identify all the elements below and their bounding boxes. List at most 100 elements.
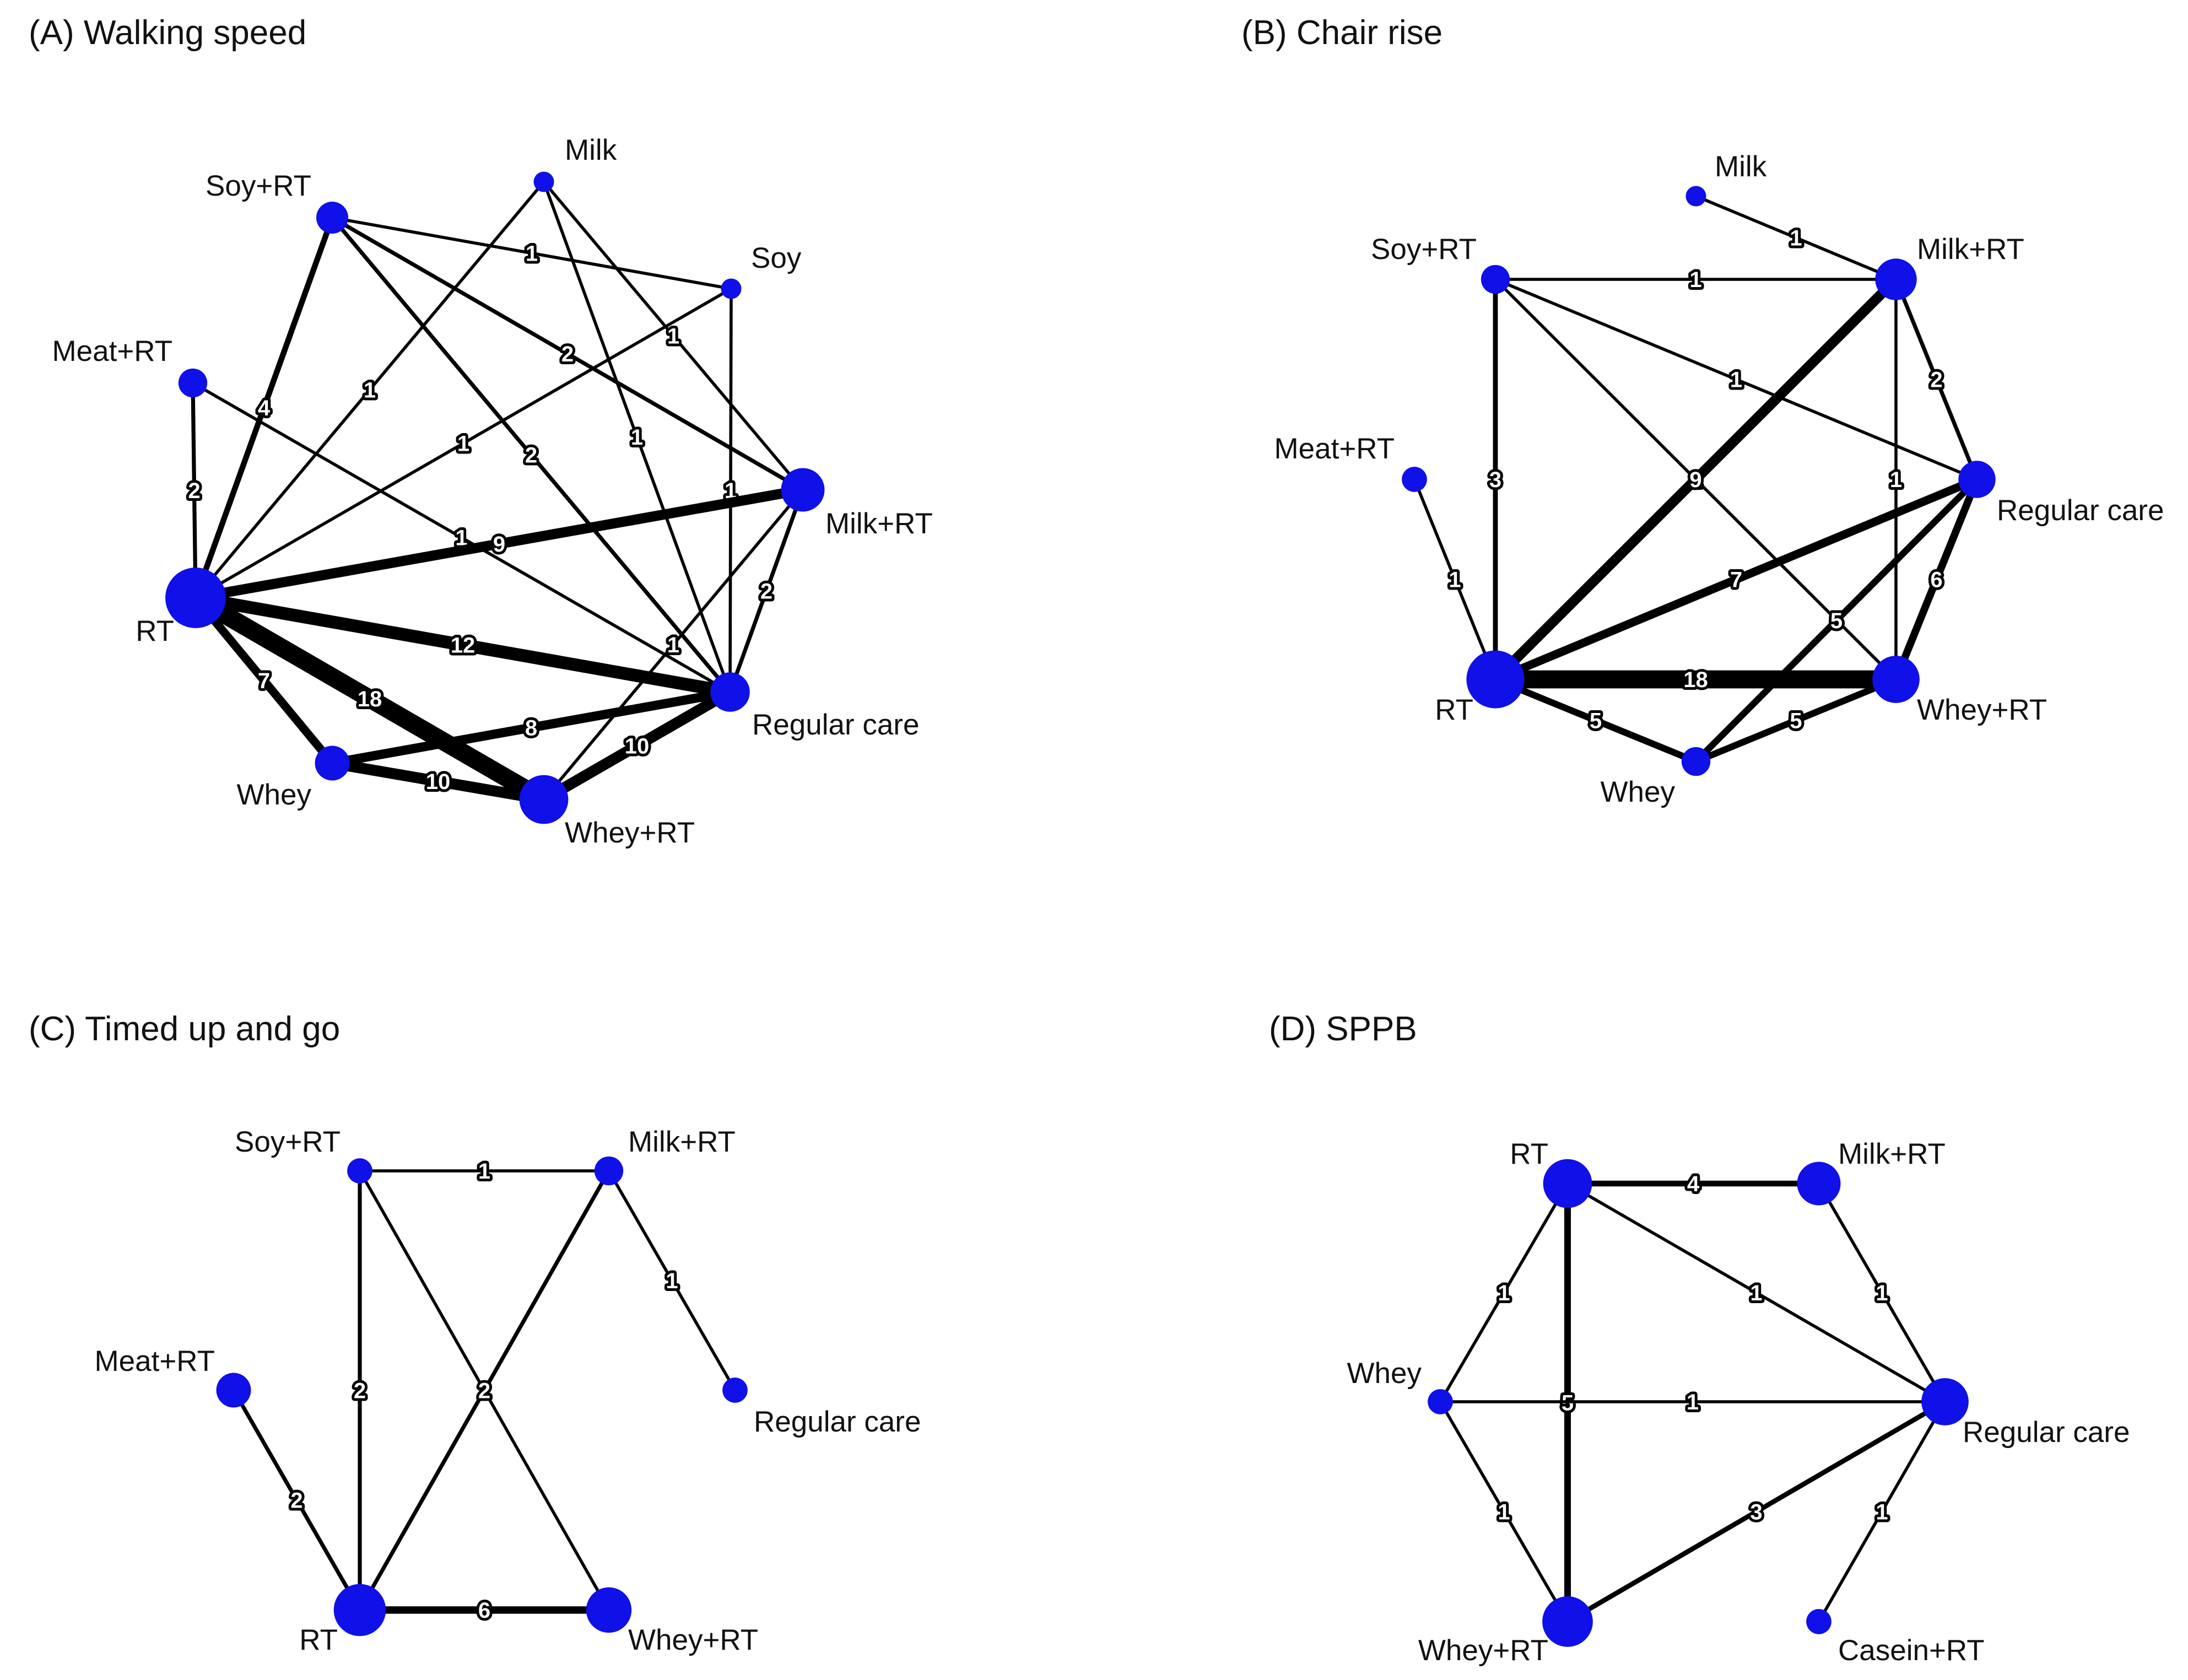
edge-count-label: 1 [1730,368,1742,392]
edge-regularcare-caseinrt [1817,1400,1947,1623]
edge-milkrt-wheyrt [542,488,804,801]
node-whey [315,746,350,781]
edge-soy-regularcare [728,287,733,694]
node-label-milkrt: Milk+RT [825,507,933,540]
node-label-wheyrt: Whey+RT [628,1624,758,1656]
edge-regularcare-whey [1693,476,1980,765]
edge-rt-wheyrt [186,588,553,809]
edge-milkrt-regularcare [607,1169,737,1392]
node-regularcare [1958,461,1996,498]
node-label-milkrt: Milk+RT [1917,233,2024,266]
node-label-whey: Whey [1601,776,1676,808]
node-milkrt [1797,1162,1841,1206]
node-meatrt [178,368,208,398]
node-wheyrt [519,775,569,824]
panel-sppb: (D) SPPB 411511131 RTMilk+RTWheyRegular … [1269,1010,2130,1667]
edge-count-label: 10 [625,734,650,759]
edge-meatrt-rt [1413,478,1497,681]
edge-count-label: 5 [1830,609,1843,633]
edge-count-label: 1 [631,425,643,450]
node-label-rt: RT [1510,1138,1548,1170]
node-label-wheyrt: Whey+RT [1917,694,2047,726]
node-label-rt: RT [1435,694,1473,726]
edge-count-label: 4 [1687,1172,1700,1196]
edge-count-label: 3 [1489,468,1501,492]
edge-wheyrt-regularcare [538,687,736,805]
node-caseinrt [1806,1609,1832,1634]
node-whey [1681,747,1711,776]
edge-count-label: 1 [667,633,679,657]
node-milk [533,171,554,192]
node-rt [165,568,226,628]
edge-milkrt-rt [190,484,808,603]
edge-meatrt-regularcare [191,381,732,694]
edge-milk-milkrt [1694,195,1898,281]
edge-meatrt-rt [231,1388,362,1612]
edge-count-label: 2 [525,444,537,468]
node-label-whey: Whey [1347,1357,1422,1390]
node-label-rt: RT [136,615,174,647]
panel-title-walking-speed: (A) Walking speed [29,14,306,52]
edges-timed-up-and-go: 1212126 [231,1157,737,1625]
edge-whey-wheyrt [327,758,549,805]
edge-rt-regularcare [1566,1182,1947,1403]
node-soyrt [347,1158,372,1184]
edge-rt-whey [191,593,337,768]
edge-count-label: 1 [1498,1500,1510,1525]
node-label-milkrt: Milk+RT [1838,1138,1946,1170]
edge-count-label: 2 [354,1379,366,1403]
node-label-wheyrt: Whey+RT [1418,1634,1548,1667]
node-wheyrt [1872,656,1920,703]
edge-count-label: 1 [478,1159,490,1184]
edge-count-label: 1 [1449,568,1461,592]
edge-count-label: 18 [1683,668,1708,692]
panel-walking-speed: (A) Walking speed 1224211111192112187810… [29,14,933,849]
node-wheyrt [586,1587,632,1633]
node-wheyrt [1542,1596,1593,1647]
node-meatrt [216,1373,251,1408]
edge-soyrt-regularcare [330,215,732,694]
panel-title-chair-rise: (B) Chair rise [1241,14,1443,52]
edge-count-label: 1 [1876,1500,1888,1525]
edge-count-label: 4 [258,396,271,420]
edge-count-label: 7 [1730,568,1742,592]
edge-count-label: 12 [451,634,476,658]
node-label-milkrt: Milk+RT [628,1126,736,1158]
edges-chair-rise: 1111319217185655 [1413,195,1981,765]
edge-count-label: 1 [1890,468,1902,492]
edge-count-label: 3 [1750,1500,1762,1525]
edge-milk-milkrt [542,180,804,491]
node-regularcare [1921,1378,1969,1425]
edge-whey-wheyrt [1439,1400,1569,1623]
edge-count-label: 1 [526,242,538,266]
edge-whey-wheyrt [1693,676,1899,765]
node-rt [1466,650,1525,709]
node-milkrt [781,468,825,512]
node-rt [1543,1159,1592,1208]
node-soyrt [316,202,348,234]
edge-count-label: 2 [290,1489,302,1513]
edge-milkrt-regularcare [728,488,805,694]
edge-wheyrt-regularcare [1565,1399,1948,1624]
edge-count-label: 2 [1930,368,1942,392]
node-label-soyrt: Soy+RT [235,1126,341,1158]
edge-rt-regularcare [1491,475,1981,684]
edge-rt-whey [1492,676,1699,765]
edge-count-label: 9 [493,532,505,557]
edge-count-label: 1 [364,379,376,403]
node-whey [1428,1389,1453,1414]
node-milkrt [1875,258,1917,300]
node-label-regularcare: Regular care [1997,494,2164,527]
node-label-soyrt: Soy+RT [1371,233,1477,266]
edge-count-label: 2 [760,580,772,604]
edge-count-label: 2 [561,342,574,366]
edge-regularcare-wheyrt [1892,476,1981,683]
node-soy [721,278,742,299]
edge-count-label: 1 [1687,1390,1699,1414]
node-regularcare [710,672,750,712]
